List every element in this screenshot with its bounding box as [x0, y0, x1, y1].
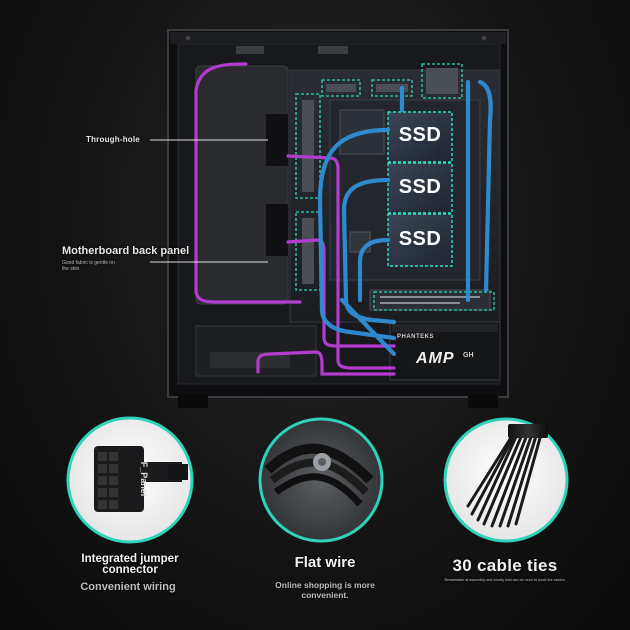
ssd-stack [387, 111, 453, 267]
cable-ties-icon [443, 417, 569, 543]
through-hole-callout: Through-hole [86, 135, 140, 144]
ssd-label-3: SSD [398, 228, 442, 250]
motherboard-back-panel-callout: Motherboard back panel Good fabric is ge… [62, 245, 190, 273]
flat-wire-icon [258, 417, 384, 543]
ssd-label-1: SSD [398, 124, 442, 146]
feature-subtitle-flat-wire: Online shopping is more convenient. [275, 580, 375, 600]
motherboard-note: Good fabric is gentle on the skin. [62, 260, 115, 272]
through-hole [266, 114, 288, 166]
motherboard-back-panel-label: Motherboard back panel [62, 245, 190, 257]
ssd-label-2: SSD [398, 176, 442, 198]
connector-label: F_Panel [139, 461, 149, 497]
feature-subtitle-jumper: Convenient wiring [80, 581, 176, 593]
psu-model-label: AMP [416, 350, 455, 367]
f-panel-connector-icon [66, 416, 194, 544]
feature-title-cable-ties: 30 cable ties [452, 556, 558, 575]
feature-title-flat-wire: Flat wire [294, 554, 356, 571]
psu-suffix-label: GH [463, 352, 474, 359]
feature-title-jumper: Integrated jumper connector [81, 553, 179, 576]
psu-brand-label: PHANTEKS [397, 334, 435, 340]
feature-subtitle-cable-ties: Remarkable at assembly and sturdy that c… [444, 578, 566, 582]
left-cover-panel [195, 65, 289, 305]
